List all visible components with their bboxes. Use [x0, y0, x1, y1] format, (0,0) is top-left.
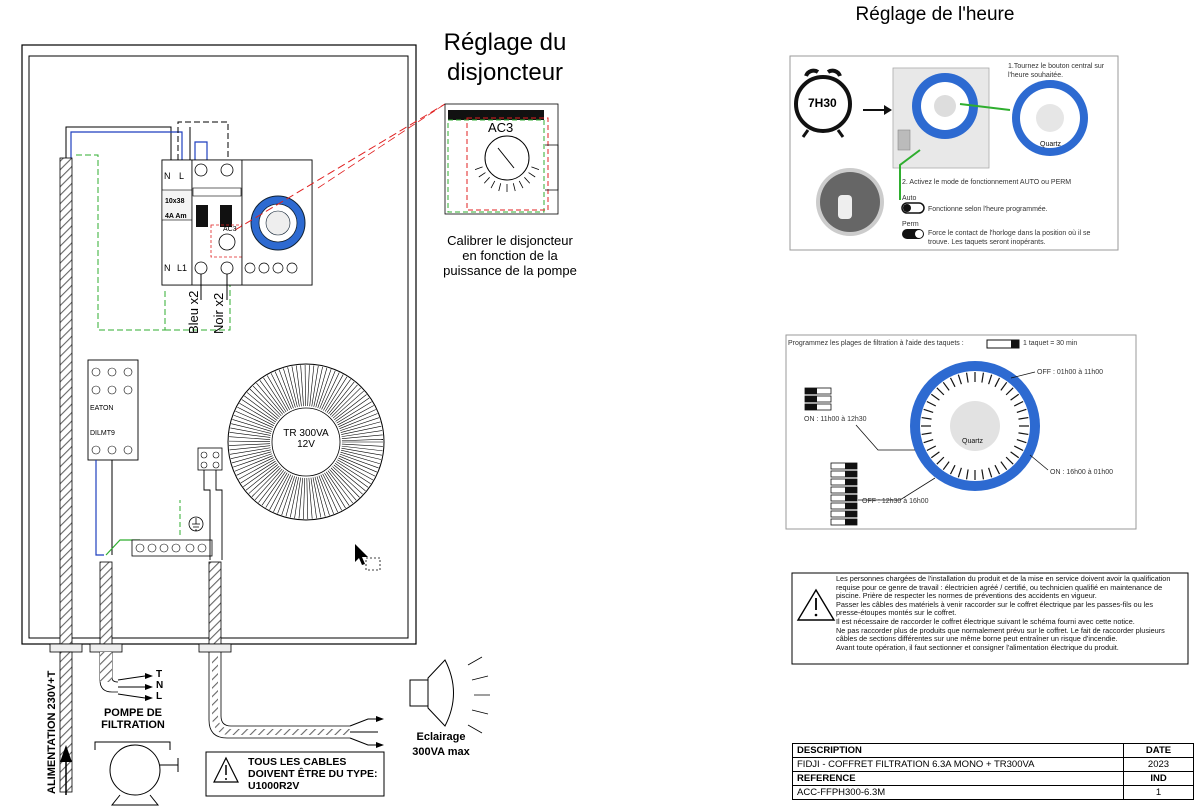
warning-line: Avant toute opération, il faut sectionne… [836, 642, 1119, 652]
date-header: DATE [1123, 743, 1194, 758]
ind-header: IND [1123, 771, 1194, 786]
terminal-label-bottom-n: N [164, 263, 171, 273]
breaker-title-line1: Réglage du [443, 29, 567, 56]
clock-dial-label: Quartz [1040, 141, 1062, 148]
transformer-line1: TR 300VA [283, 428, 329, 439]
warning-line: presse-étoupes montés sur le coffret. [836, 608, 957, 618]
warning-line: Il est nécessaire de raccorder le coffre… [836, 616, 1135, 626]
programming-intro: Programmez les plages de filtration à l'… [788, 340, 964, 347]
cabinet-inner [28, 55, 409, 639]
cables-line3: U1000R2V [248, 780, 300, 792]
date-value: 2023 [1123, 757, 1194, 772]
light-line2: 300VA max [412, 746, 470, 758]
reference-value: ACC-FFPH300-6.3M [792, 785, 1124, 800]
cursor-icon [355, 544, 368, 565]
ind-value: 1 [1123, 785, 1194, 800]
warning-line: Les personnes chargées de l'installation… [836, 574, 1171, 583]
supply-label: ALIMENTATION 230V+T [46, 670, 58, 794]
auto-mode-label: Auto [902, 195, 917, 202]
step2-text: 2. Activez le mode de fonctionnement AUT… [902, 179, 1072, 186]
breaker-zoom-label: AC3 [488, 120, 514, 135]
perm-desc-line1: Force le contact de l'horloge dans la po… [928, 230, 1091, 237]
step1-line1: 1.Tournez le bouton central sur [1008, 63, 1105, 70]
warning-line: Passer les câbles des matériels à venir … [836, 599, 1154, 609]
pump-terminal-l: L [156, 691, 163, 702]
light-line1: Eclairage [416, 731, 466, 743]
step1-line2: l'heure souhaitée. [1008, 72, 1064, 79]
on-range-1: ON : 11h00 à 12h30 [804, 416, 867, 423]
pump-terminal-n: N [156, 680, 164, 691]
breaker-rating: 10x38 [165, 198, 185, 205]
tappet-value: 1 taquet = 30 min [1023, 340, 1078, 347]
breaker-title-line2: disjoncteur [446, 59, 564, 86]
perm-mode-label: Perm [902, 221, 919, 228]
breaker-caption-line1: Calibrer le disjoncteur [447, 233, 573, 248]
breaker-caption-line2: en fonction de la [462, 248, 558, 263]
terminal-label-top-l: L [179, 171, 185, 181]
contactor-model: DILMT9 [90, 430, 115, 437]
warning-line: requise pour ce genre de travail : élect… [836, 582, 1163, 592]
terminal-label-bottom-l1: L1 [177, 263, 188, 273]
breaker-amps: 4A Am [165, 213, 187, 220]
terminal-label-top-n: N [164, 171, 171, 181]
desc-header: DESCRIPTION [792, 743, 1124, 758]
contactor-brand: EATON [90, 405, 114, 412]
cables-line1: TOUS LES CABLES [248, 756, 347, 768]
transformer-line2: 12V [297, 439, 315, 450]
clock-setting-title: Réglage de l'heure [855, 4, 1015, 25]
pump-line1: POMPE DE [103, 707, 163, 719]
perm-desc-line2: trouve. Les taquets seront inopérants. [928, 239, 1046, 246]
cables-line2: DOIVENT ÊTRE DU TYPE: [248, 768, 378, 780]
warning-line: câbles de sections différentes sur une m… [836, 634, 1118, 644]
warning-line: piscine. Prière de respecter les normes … [836, 591, 1097, 601]
wire-blue-label: Bleu x2 [186, 290, 201, 334]
pump-terminal-t: T [156, 669, 163, 680]
warning-line: Ne pas raccorder plus de produits que no… [836, 625, 1165, 635]
wire-black-label: Noir x2 [211, 292, 226, 334]
alarm-clock-time: 7H30 [808, 96, 837, 110]
auto-mode-desc: Fonctionne selon l'heure programmée. [928, 206, 1048, 213]
off-range-1: OFF : 01h00 à 11h00 [1037, 369, 1104, 376]
breaker-caption-line3: puissance de la pompe [443, 263, 577, 278]
pump-line2: FILTRATION [101, 719, 165, 731]
timer-ac3-label: AC3 [223, 226, 237, 233]
off-range-2: OFF : 12h30 à 16h00 [862, 498, 929, 505]
title-block: DESCRIPTION DATE FIDJI - COFFRET FILTRAT… [792, 743, 1194, 800]
warning-text: Les personnes chargées de l'installation… [836, 574, 1186, 652]
on-range-2: ON : 16h00 à 01h00 [1050, 469, 1114, 476]
program-dial-label: Quartz [962, 438, 984, 445]
ref-header: REFERENCE [792, 771, 1124, 786]
description-value: FIDJI - COFFRET FILTRATION 6.3A MONO + T… [792, 757, 1124, 772]
